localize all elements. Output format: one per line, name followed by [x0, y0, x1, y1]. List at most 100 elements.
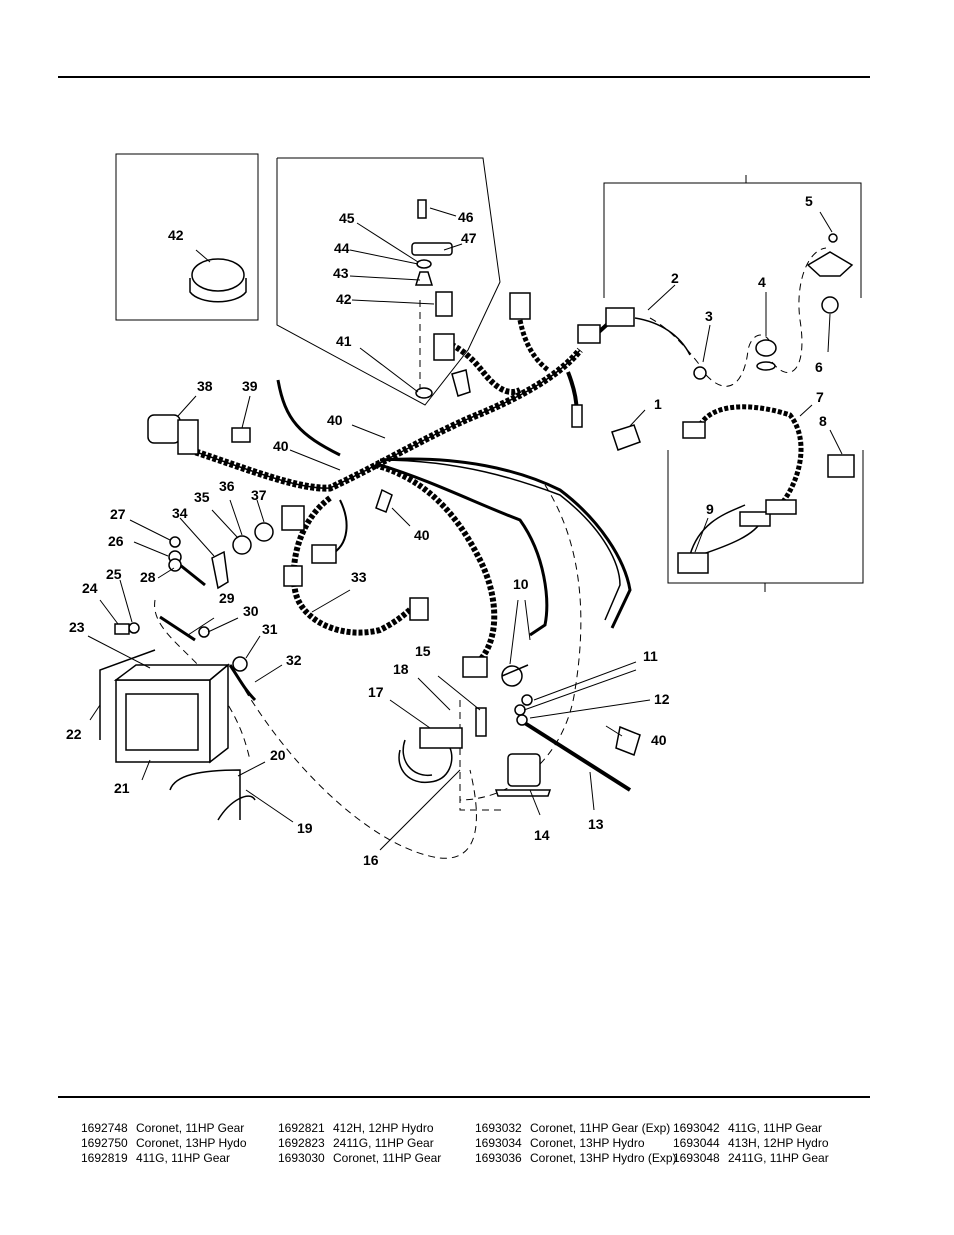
callouts: 1 2 3 4 5 6 7 8 9 10 11 12 13 14 15 16 1…: [66, 193, 827, 868]
clip-40-mid: [375, 488, 393, 513]
model-number: 1693044: [673, 1136, 720, 1150]
model-number: 1692750: [81, 1136, 128, 1150]
callout-12: 12: [654, 691, 670, 707]
bulb-3: [693, 366, 707, 380]
connector-top: [509, 292, 531, 320]
callout-7: 7: [816, 389, 824, 405]
callout-23: 23: [69, 619, 85, 635]
model-name: 412H, 12HP Hydro: [333, 1121, 434, 1135]
callout-22: 22: [66, 726, 82, 742]
switch-8: [827, 454, 855, 478]
callout-37: 37: [251, 487, 267, 503]
callout-26: 26: [108, 533, 124, 549]
wire-to-33: [374, 462, 498, 663]
connector-9: [677, 552, 709, 574]
wire-39: [276, 379, 341, 457]
battery-strap-22: [99, 649, 156, 740]
wire-bundle-1: [379, 457, 632, 629]
washer-25: [128, 622, 140, 634]
nut-36: [232, 535, 252, 555]
model-number: 1692819: [81, 1151, 128, 1165]
connector-2: [605, 307, 635, 327]
bracket-top-right: [603, 182, 862, 298]
branch-up: [517, 319, 550, 372]
screw-5: [828, 233, 838, 243]
callout-43: 43: [333, 265, 349, 281]
model-name: 2411G, 11HP Gear: [728, 1151, 829, 1165]
model-name: 413H, 12HP Hydro: [728, 1136, 829, 1150]
boot-40-right: [615, 725, 641, 756]
callout-11: 11: [643, 648, 658, 664]
model-number: 1693034: [475, 1136, 522, 1150]
model-number: 1693042: [673, 1121, 720, 1135]
model-number: 1693032: [475, 1121, 522, 1135]
cable-29: [159, 615, 196, 642]
screw-46: [417, 199, 427, 219]
callout-45: 45: [339, 210, 355, 226]
inset-box-horn: [115, 153, 259, 321]
inset-boxes: [115, 153, 864, 592]
callout-27: 27: [110, 506, 126, 522]
clip-1: [611, 424, 641, 451]
nut-11a: [521, 694, 533, 706]
bracket-47: [411, 242, 453, 256]
model-number: 1692821: [278, 1121, 325, 1135]
callout-21: 21: [114, 780, 130, 796]
leader-lines: [87, 207, 843, 851]
wire-bundle-2: [379, 459, 621, 621]
connector-37: [281, 505, 305, 531]
model-row: 1692748 Coronet, 11HP Gear: [81, 1121, 247, 1136]
callout-24: 24: [82, 580, 98, 596]
callout-35: 35: [194, 489, 210, 505]
callout-31: 31: [262, 621, 278, 637]
callout-4: 4: [758, 274, 766, 290]
connector-headlight: [433, 333, 455, 361]
ignition-38: [147, 414, 181, 444]
clip-40-left: [231, 427, 251, 443]
terminal-lead: [571, 404, 583, 428]
callout-17: 17: [368, 684, 384, 700]
fuse-15: [475, 707, 487, 737]
wire-2: [634, 317, 691, 356]
callout-14: 14: [534, 827, 550, 843]
model-number: 1692748: [81, 1121, 128, 1135]
callout-8: 8: [819, 413, 827, 429]
relay-17: [419, 727, 463, 749]
solenoid: [507, 753, 541, 787]
callout-16: 16: [363, 852, 379, 868]
callout-19: 19: [297, 820, 313, 836]
grommet-4: [755, 339, 777, 357]
terminal-34: [211, 550, 229, 590]
callout-39: 40: [273, 438, 289, 454]
callout-42-bulb: 42: [336, 291, 352, 307]
horn: [191, 258, 245, 292]
callout-20: 20: [270, 747, 286, 763]
callout-28: 28: [140, 569, 156, 585]
callout-18: 18: [393, 661, 409, 677]
nut-11b: [514, 704, 526, 716]
callout-41: 41: [336, 333, 352, 349]
connector-33: [311, 544, 337, 564]
callout-6: 6: [815, 359, 823, 375]
bottom-rule: [58, 1096, 870, 1098]
washer-12: [516, 714, 528, 726]
connector-7: [682, 421, 706, 439]
cable-28: [179, 563, 206, 587]
callout-13: 13: [588, 816, 604, 832]
model-name: Coronet, 11HP Gear: [136, 1121, 245, 1135]
model-row: 1692821 412H, 12HP Hydro: [278, 1121, 441, 1136]
callout-25: 25: [106, 566, 122, 582]
bushing-37: [254, 522, 274, 542]
terminal-28: [168, 558, 182, 572]
cable-13: [518, 718, 632, 792]
wire-7: [697, 404, 804, 505]
model-name: 2411G, 11HP Gear: [333, 1136, 434, 1150]
callout-10: 10: [513, 576, 529, 592]
connector-15: [462, 656, 488, 678]
